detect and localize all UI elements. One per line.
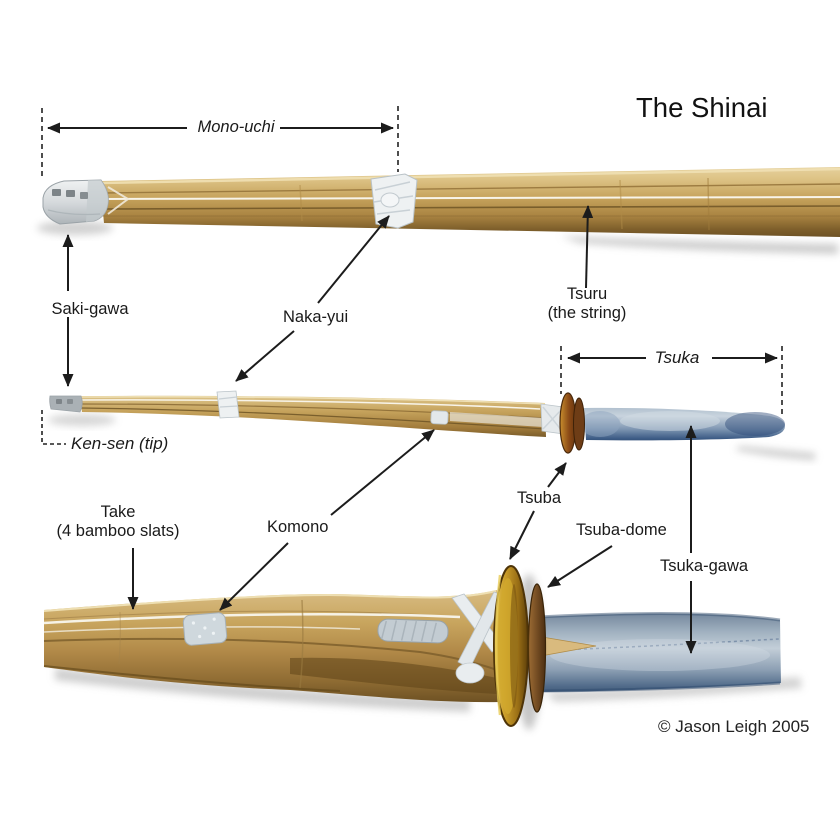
arrow-naka-yui-down [235, 330, 295, 382]
naka-yui-wrap-middle [216, 390, 240, 419]
arrow-naka-yui-up [317, 215, 390, 304]
arrow-komono-down [219, 542, 289, 611]
label-tsuba-dome: Tsuba-dome [576, 521, 667, 539]
label-komono: Komono [267, 518, 329, 536]
label-tsuka-gawa: Tsuka-gawa [660, 557, 749, 575]
arrow-tsuba-down [509, 510, 535, 560]
label-mono-uchi: Mono-uchi [197, 118, 275, 136]
tsuba-large [493, 565, 529, 727]
annotation-arrows [47, 122, 778, 654]
middle-shinai-body [80, 395, 546, 437]
arrow-komono-up [330, 429, 435, 516]
arrow-tsuru [582, 205, 594, 289]
naka-yui-wrap-top [370, 173, 418, 229]
bottom-closeup-photo [43, 565, 802, 730]
copyright-text: © Jason Leigh 2005 [658, 717, 810, 736]
arrow-tsuba-dome [547, 545, 613, 588]
label-tsuru-descr: (the string) [547, 304, 627, 322]
middle-shinai-photo [48, 390, 815, 460]
take-slats [43, 590, 500, 703]
page-title: The Shinai [636, 92, 768, 123]
label-ken-sen: Ken-sen (tip) [71, 434, 169, 453]
label-tsuru-name: Tsuru [566, 285, 608, 303]
dashed-guide-lines [41, 106, 783, 445]
tip-leather-straps [451, 591, 506, 684]
label-tsuru: Tsuru (the string) [548, 285, 627, 323]
label-take: Take (4 bamboo slats) [57, 503, 180, 541]
label-take-descr: (4 bamboo slats) [56, 522, 180, 540]
arrow-tsuba-up [547, 462, 567, 488]
komono-wrap-middle [430, 410, 449, 425]
tsuru-tie-wrap [377, 618, 449, 644]
tsuba-dome-middle [573, 397, 585, 451]
label-saki-gawa: Saki-gawa [51, 300, 129, 318]
label-naka-yui: Naka-yui [283, 308, 349, 326]
label-tsuba: Tsuba [517, 489, 562, 507]
top-shinai-photo [37, 167, 840, 254]
label-tsuka: Tsuka [654, 348, 700, 367]
saki-gawa-cap-middle [49, 395, 83, 413]
label-take-name: Take [100, 503, 136, 521]
tsuka-gawa-handle [538, 613, 781, 692]
ken-sen-guide [41, 410, 66, 445]
saki-gawa-cap [42, 179, 109, 225]
tsuru-string [102, 196, 840, 200]
tsuba-dome-large [527, 583, 547, 713]
komono-wrap [182, 612, 228, 646]
